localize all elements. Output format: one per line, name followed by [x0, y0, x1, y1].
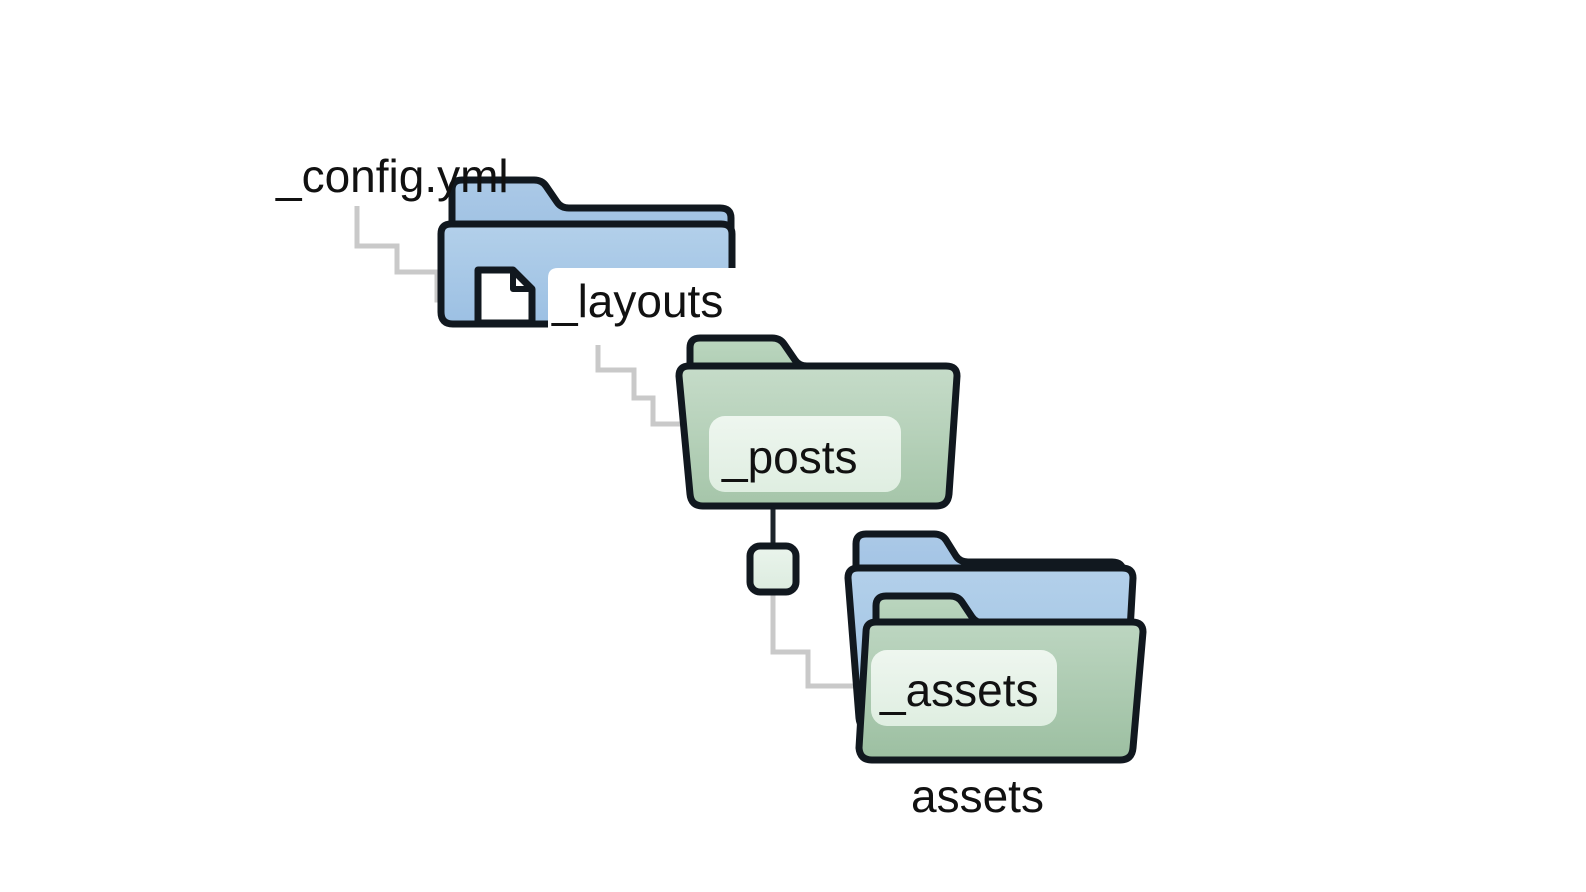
- label-chip-assets: [871, 650, 1057, 726]
- document-icon-fold: [510, 270, 532, 292]
- node-layouts[interactable]: _layouts: [437, 176, 760, 345]
- node-label-posts: _posts: [721, 431, 858, 483]
- junction-node-icon: [746, 542, 800, 596]
- node-posts[interactable]: _posts: [675, 334, 961, 510]
- node-label-assets: _assets: [879, 664, 1039, 716]
- connector-layouts-to-posts: [595, 333, 700, 427]
- document-icon: [474, 266, 536, 327]
- node-label-config-yml: _config.yml: [275, 150, 509, 202]
- connector-node-to-assets: [770, 592, 880, 689]
- node-assets-caption: assets: [911, 770, 1044, 822]
- node-label-layouts: _layouts: [551, 275, 723, 327]
- label-chip-posts: [709, 416, 901, 492]
- caption-assets: assets: [911, 770, 1044, 822]
- node-junction-square[interactable]: [746, 542, 800, 596]
- label-chip-layouts: [548, 268, 760, 345]
- node-config-yml[interactable]: _config.yml: [275, 150, 509, 202]
- node-assets[interactable]: _assets: [844, 530, 1147, 764]
- connector-config-to-layouts: [354, 206, 520, 303]
